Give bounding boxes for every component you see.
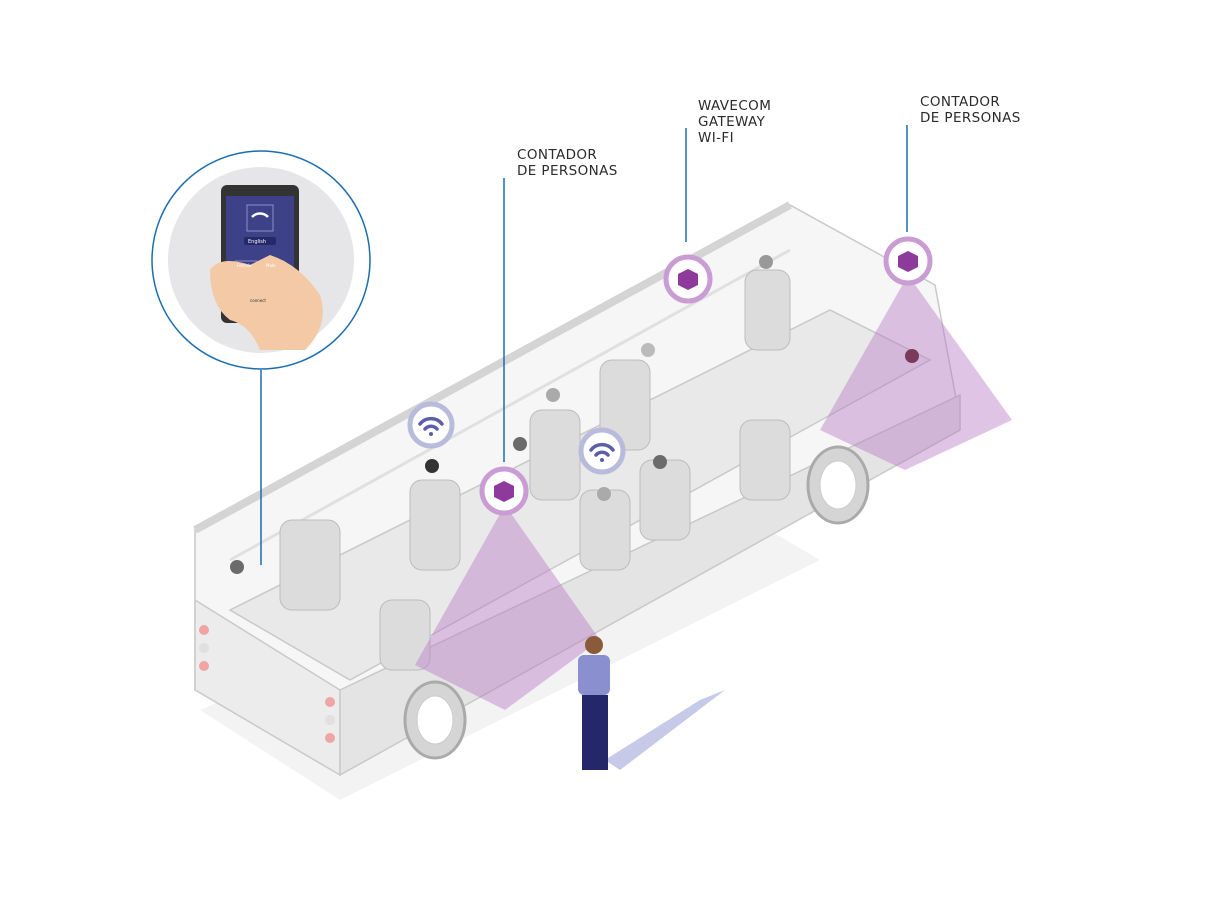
- phone-callout: [151, 150, 371, 370]
- phone-female-option: Female: [237, 263, 252, 268]
- phone-male-option: Male: [266, 263, 276, 268]
- gateway-label: WAVECOM GATEWAY WI-FI: [698, 98, 772, 146]
- counter-detection-cone-2: [820, 275, 1012, 470]
- passengers: [230, 255, 919, 574]
- people-counter-label-2: CONTADOR DE PERSONAS: [920, 94, 1021, 126]
- phone-language-select: English: [248, 239, 266, 245]
- people-counter-label-1: CONTADOR DE PERSONAS: [517, 147, 618, 179]
- people-counter-icon-1: [479, 466, 529, 516]
- people-counter-icon-2: [883, 236, 933, 286]
- tail-lights: [199, 625, 335, 743]
- wifi-icon-1: [407, 401, 455, 449]
- counter-detection-cone-1: [415, 505, 600, 710]
- phone-connect-button: connect: [250, 298, 266, 303]
- wifi-icon-2: [578, 427, 626, 475]
- leader-lines: [260, 125, 908, 565]
- gateway-icon: [663, 254, 713, 304]
- standing-person: [578, 636, 725, 770]
- wheels: [403, 445, 870, 760]
